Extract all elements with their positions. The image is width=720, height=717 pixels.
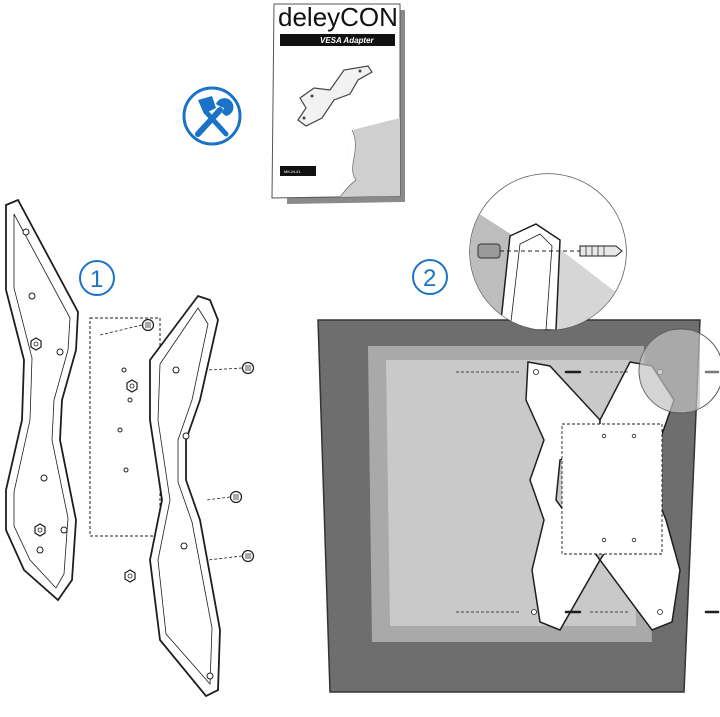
- screw-icon: [241, 549, 255, 563]
- mounted-bracket: [525, 361, 681, 631]
- nut: [34, 523, 46, 537]
- screw-icon: [241, 361, 255, 375]
- manual-title-bar: [280, 34, 395, 46]
- left-bracket-arm: [5, 198, 79, 602]
- magnifier-detail-icon: [638, 328, 720, 414]
- nut: [124, 569, 136, 583]
- right-bracket-arm: [149, 294, 221, 698]
- step-2-number: 2: [423, 265, 436, 292]
- screw-icon: [579, 245, 623, 257]
- nut: [30, 337, 42, 351]
- manual-subtitle: VESA Adapter: [320, 36, 375, 45]
- magnifier-detail-large: [469, 173, 627, 331]
- manual-brand: deleyCON: [278, 2, 398, 32]
- nut: [126, 379, 138, 393]
- mounting-plate: [89, 317, 161, 537]
- bracket-holes: [22, 228, 214, 680]
- step-1-badge: [79, 260, 115, 296]
- tv-screws: [456, 370, 720, 614]
- manual-code: MK-M-41: [284, 169, 301, 174]
- tools-icon: [182, 86, 242, 146]
- step-2: 2: [317, 173, 720, 693]
- manual-bracket-illustration: [297, 65, 373, 127]
- screw-icon: [141, 318, 155, 332]
- manual-code-bar: [280, 166, 316, 176]
- screws: [99, 318, 255, 563]
- screw-icon: [229, 490, 243, 504]
- step-1: 1: [5, 198, 255, 698]
- step-2-badge: [412, 259, 448, 295]
- tv-adapter-plate: [561, 423, 663, 555]
- step-1-number: 1: [90, 266, 103, 293]
- manual-booklet: deleyCON VESA Adapter MK-M-41: [271, 2, 405, 204]
